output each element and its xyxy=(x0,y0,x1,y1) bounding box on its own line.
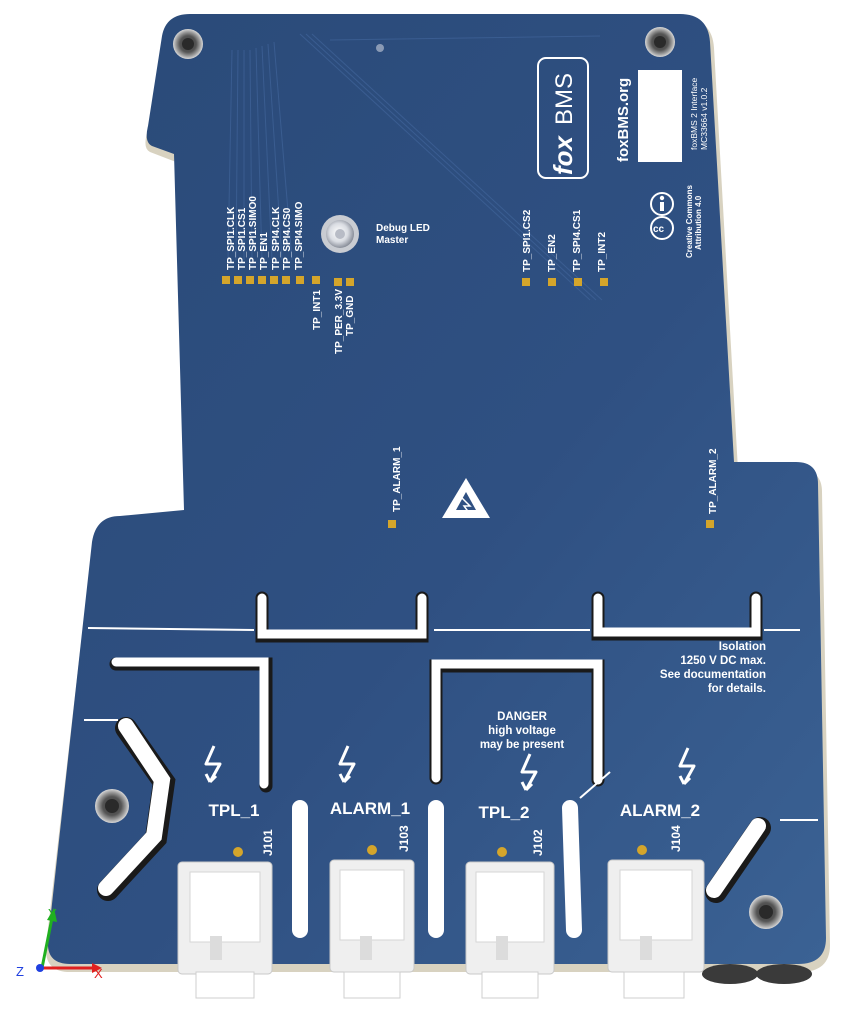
debug-led-label-1: Debug LED xyxy=(376,223,430,234)
esd-warning-icon xyxy=(442,478,490,518)
via xyxy=(376,44,384,52)
tp-label: TP_SPI1.CS2 xyxy=(522,209,533,272)
high-voltage-icon xyxy=(678,747,696,786)
test-pads-left xyxy=(222,276,354,286)
ref-j103: J103 xyxy=(397,825,411,852)
high-voltage-icon xyxy=(520,753,538,792)
test-points-right: TP_SPI1.CS2 TP_EN2 TP_SPI4.CS1 TP_INT2 xyxy=(522,209,608,272)
tp-label: TP_SPI1.SIMO0 xyxy=(248,196,259,270)
ref-j102: J102 xyxy=(531,829,545,856)
svg-text:DANGER: DANGER xyxy=(497,711,548,723)
svg-text:for details.: for details. xyxy=(708,683,766,695)
debug-led xyxy=(321,215,359,253)
svg-text:1250 V DC max.: 1250 V DC max. xyxy=(680,655,766,667)
tp-label: TP_SPI4.CS0 xyxy=(282,207,293,270)
standoff xyxy=(756,964,812,984)
attribution-icon xyxy=(650,192,674,216)
test-pads-right xyxy=(522,278,608,286)
connector-j102[interactable] xyxy=(465,847,555,999)
logo-bms-text: BMS xyxy=(551,73,578,125)
connector-j101[interactable] xyxy=(177,847,273,999)
tp-label: TP_INT2 xyxy=(597,232,608,272)
test-points-left: TP_SPI1.CLK TP_SPI1.CS1 TP_SPI1.SIMO0 TP… xyxy=(226,196,305,270)
svg-text:cc: cc xyxy=(653,224,665,235)
axis-triad-icon: X Y Z xyxy=(16,906,103,981)
logo-fox-text: fox xyxy=(548,134,578,175)
high-voltage-icon xyxy=(338,745,356,784)
tp-label: TP_SPI1.CS1 xyxy=(237,207,248,270)
axis-z-label: Z xyxy=(16,964,24,979)
tp-alarm-1-pad xyxy=(388,520,396,528)
creative-commons-icon: cc xyxy=(650,216,674,240)
license-line2: Attribution 4.0 xyxy=(694,195,703,250)
tp-alarm-2-label: TP_ALARM_2 xyxy=(708,448,719,514)
pcb-board xyxy=(47,14,827,964)
axis-y-label: Y xyxy=(48,906,57,921)
mounting-hole-icon xyxy=(645,27,675,57)
connector-label-alarm-2: ALARM_2 xyxy=(620,801,700,820)
isolation-lines xyxy=(84,627,818,821)
mounting-hole-icon xyxy=(95,789,129,823)
connector-j104[interactable] xyxy=(607,845,705,999)
isolation-note: Isolation 1250 V DC max. See documentati… xyxy=(660,641,766,695)
website-text: foxBMS.org xyxy=(615,78,632,162)
pcb-traces xyxy=(227,33,603,301)
svg-text:may be present: may be present xyxy=(480,739,565,751)
axis-x-label: X xyxy=(94,966,103,981)
tp-alarm-1-label: TP_ALARM_1 xyxy=(392,446,403,512)
tp-label: TP_SPI1.CLK xyxy=(226,206,237,270)
standoff xyxy=(702,964,758,984)
tp-label: TP_EN2 xyxy=(547,234,558,272)
high-voltage-icon xyxy=(204,745,222,784)
board-title-text: foxBMS 2 Interface xyxy=(689,77,699,150)
connector-j103[interactable] xyxy=(329,845,415,999)
ref-j104: J104 xyxy=(669,825,683,852)
isolation-slots xyxy=(97,591,771,938)
mounting-hole-icon xyxy=(173,29,203,59)
board-version-text: MC33664 v1.0.2 xyxy=(699,87,709,150)
mounting-hole-icon xyxy=(749,895,783,929)
tp-label: TP_PER_3.3V xyxy=(334,289,345,354)
tp-label: TP_INT1 xyxy=(312,290,323,330)
license-line1: Creative Commons xyxy=(685,185,694,258)
tp-label: TP_SPI4.CS1 xyxy=(572,209,583,272)
svg-text:high voltage: high voltage xyxy=(488,725,556,737)
connector-label-tpl-1: TPL_1 xyxy=(208,801,259,820)
svg-text:See documentation: See documentation xyxy=(660,669,766,681)
connector-label-alarm-1: ALARM_1 xyxy=(330,799,410,818)
foxbms-logo: fox BMS xyxy=(537,57,589,179)
tp-alarm-2-pad xyxy=(706,520,714,528)
tp-label: TP_SPI4.SIMO xyxy=(294,201,305,270)
test-points-bottom: TP_INT1 TP_PER_3.3V TP_GND xyxy=(312,289,356,354)
ref-j101: J101 xyxy=(261,829,275,856)
danger-note: DANGER high voltage may be present xyxy=(480,711,565,751)
tp-label: TP_SPI4.CLK xyxy=(271,206,282,270)
tp-label: TP_EN1 xyxy=(259,232,270,270)
tp-label: TP_GND xyxy=(345,295,356,336)
svg-text:Isolation: Isolation xyxy=(719,641,766,653)
label-field xyxy=(638,70,682,162)
debug-led-label-2: Master xyxy=(376,235,408,246)
connector-label-tpl-2: TPL_2 xyxy=(478,803,529,822)
